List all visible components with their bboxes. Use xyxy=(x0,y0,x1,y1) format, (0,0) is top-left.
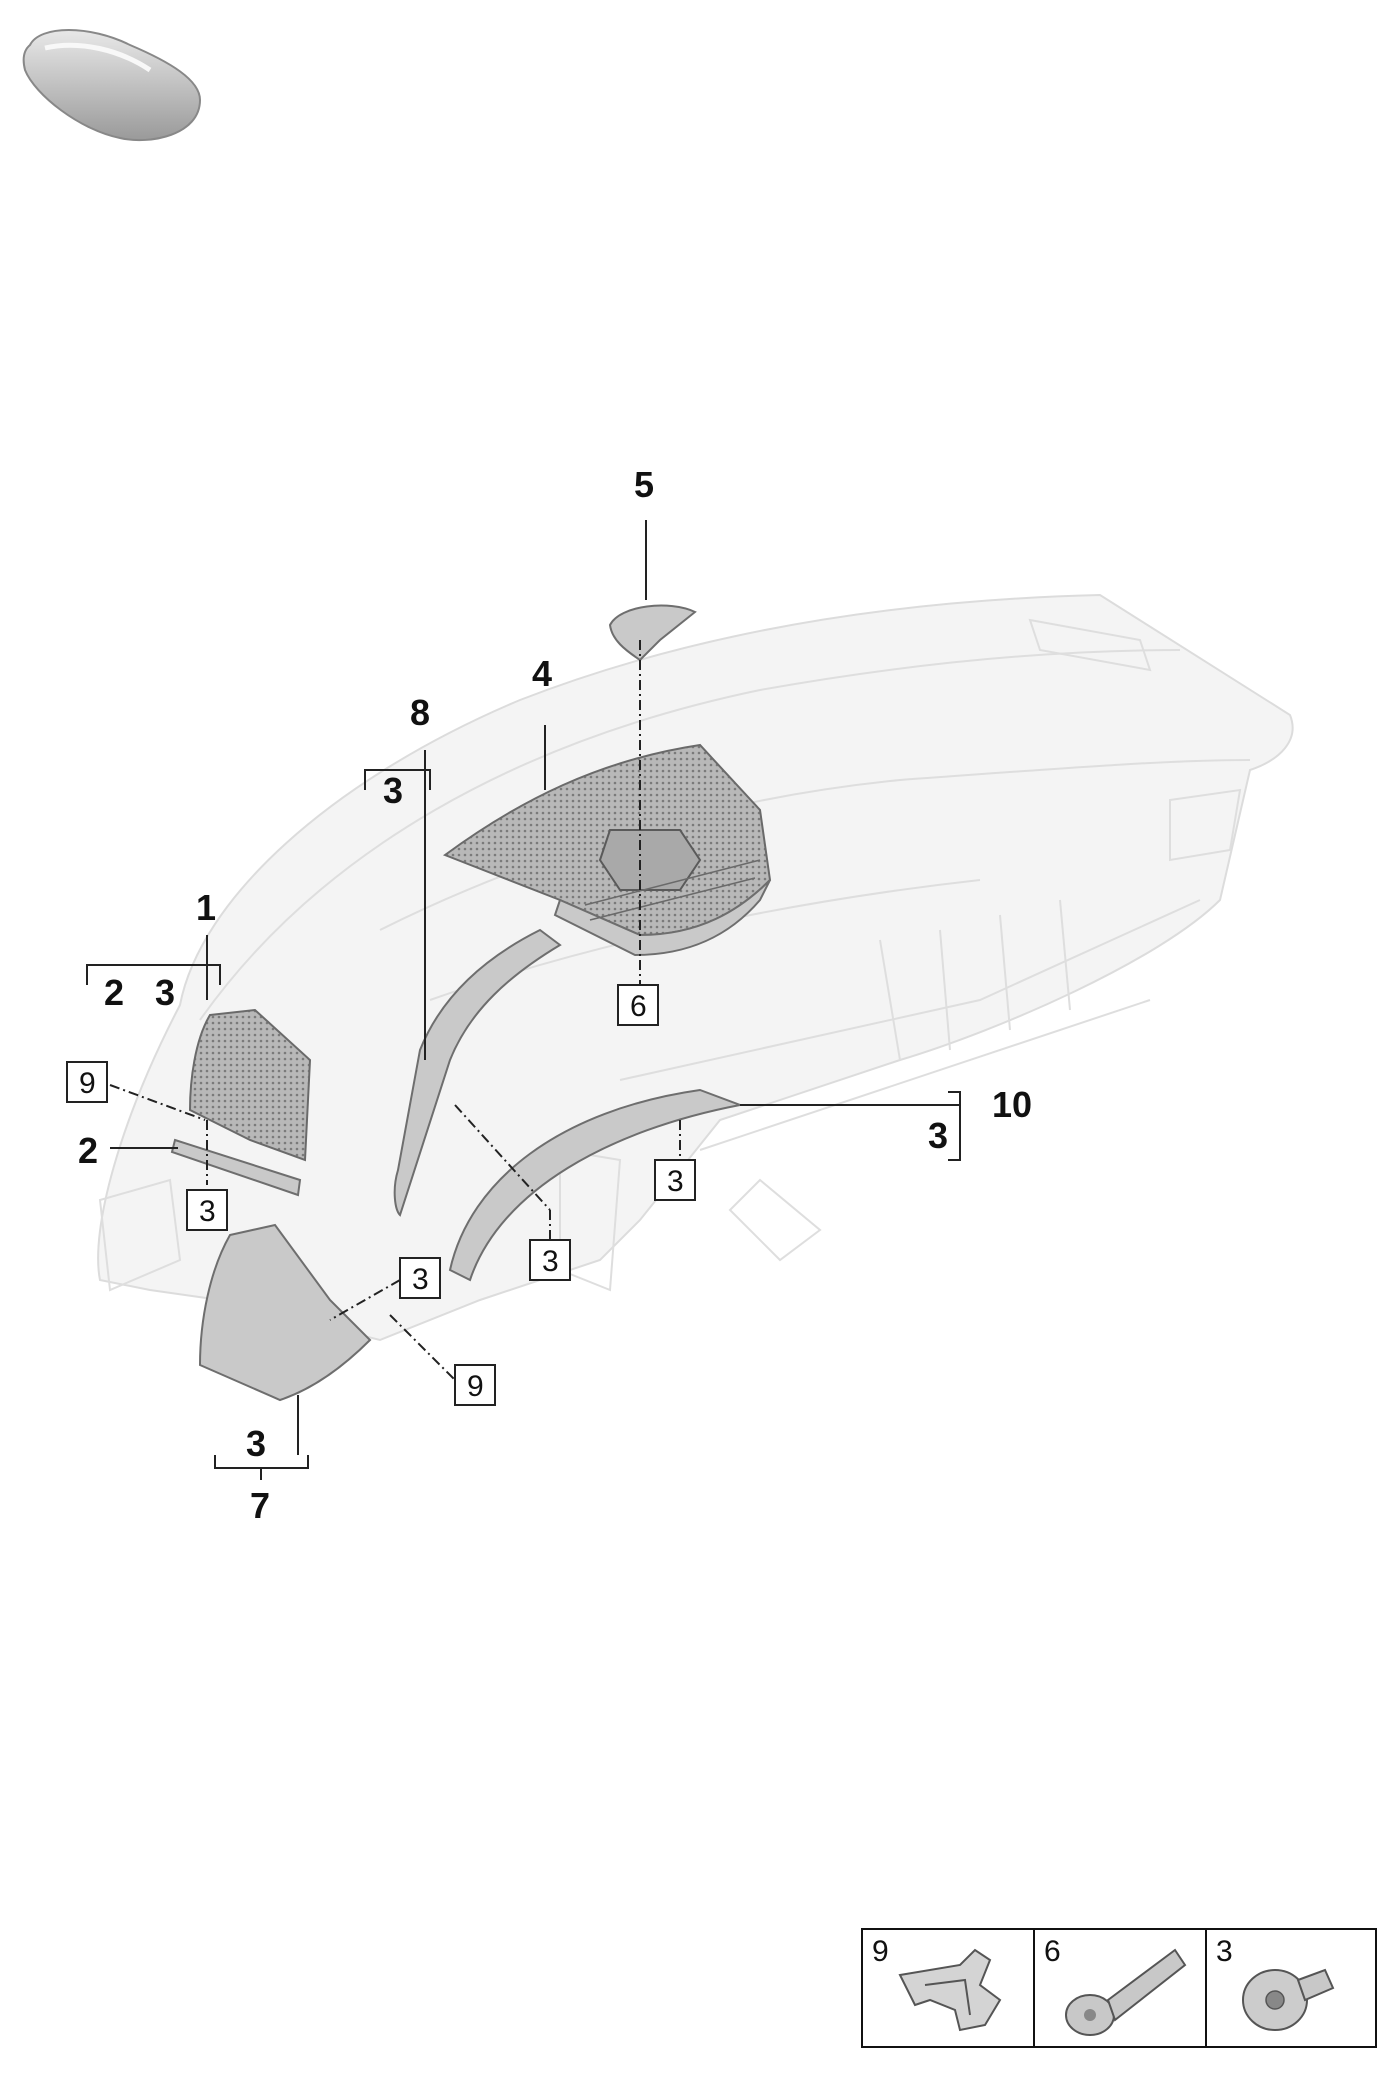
legend-cell-clip[interactable]: 9 xyxy=(872,1935,1002,2032)
callout-8: 8 xyxy=(410,692,430,733)
nut-icon xyxy=(1242,1968,1335,2031)
boxed-refs: 9 3 6 3 3 3 9 xyxy=(66,984,696,1406)
callout-4: 4 xyxy=(532,653,552,694)
legend-number: 3 xyxy=(1216,1935,1233,1968)
callout-8-sub: 3 xyxy=(383,770,403,811)
ref-6-center: 6 xyxy=(630,990,647,1023)
legend-cell-screw[interactable]: 6 xyxy=(1044,1935,1187,2036)
callout-numbers: 5 4 8 3 1 2 3 2 10 3 3 7 xyxy=(78,464,1032,1526)
callout-10-sub: 3 xyxy=(928,1115,948,1156)
ref-3-right: 3 xyxy=(667,1165,684,1198)
ref-9-lower: 9 xyxy=(467,1370,484,1403)
callout-1: 1 xyxy=(196,887,216,928)
screw-icon xyxy=(1065,1948,1187,2036)
callout-1-sub-a: 2 xyxy=(104,972,124,1013)
side-speaker-grille[interactable] xyxy=(188,1008,312,1162)
corner-end-cap[interactable] xyxy=(198,1223,372,1402)
callout-1-sub-b: 3 xyxy=(155,972,175,1013)
leader-lines xyxy=(86,520,961,1480)
ref-3-lower: 3 xyxy=(412,1263,429,1296)
callout-5: 5 xyxy=(634,464,654,505)
callout-7: 7 xyxy=(250,1485,270,1526)
ref-9-left: 9 xyxy=(79,1067,96,1100)
dashboard-ghost xyxy=(97,593,1294,1342)
clip-icon xyxy=(898,1948,1002,2032)
ref-3-left: 3 xyxy=(199,1195,216,1228)
fastener-legend: 9 6 3 xyxy=(861,1928,1377,2048)
left-trim-strip[interactable] xyxy=(393,928,562,1217)
callout-7-sub: 3 xyxy=(246,1423,266,1464)
legend-number: 9 xyxy=(872,1935,889,1968)
center-speaker-grille[interactable] xyxy=(442,743,772,957)
car-thumbnail-icon[interactable] xyxy=(22,29,202,142)
legend-number: 6 xyxy=(1044,1935,1061,1968)
callout-2: 2 xyxy=(78,1130,98,1171)
callout-10: 10 xyxy=(992,1084,1032,1125)
ref-3-center: 3 xyxy=(542,1245,559,1278)
cover-cap[interactable] xyxy=(608,604,697,662)
legend-cell-nut[interactable]: 3 xyxy=(1216,1935,1335,2031)
